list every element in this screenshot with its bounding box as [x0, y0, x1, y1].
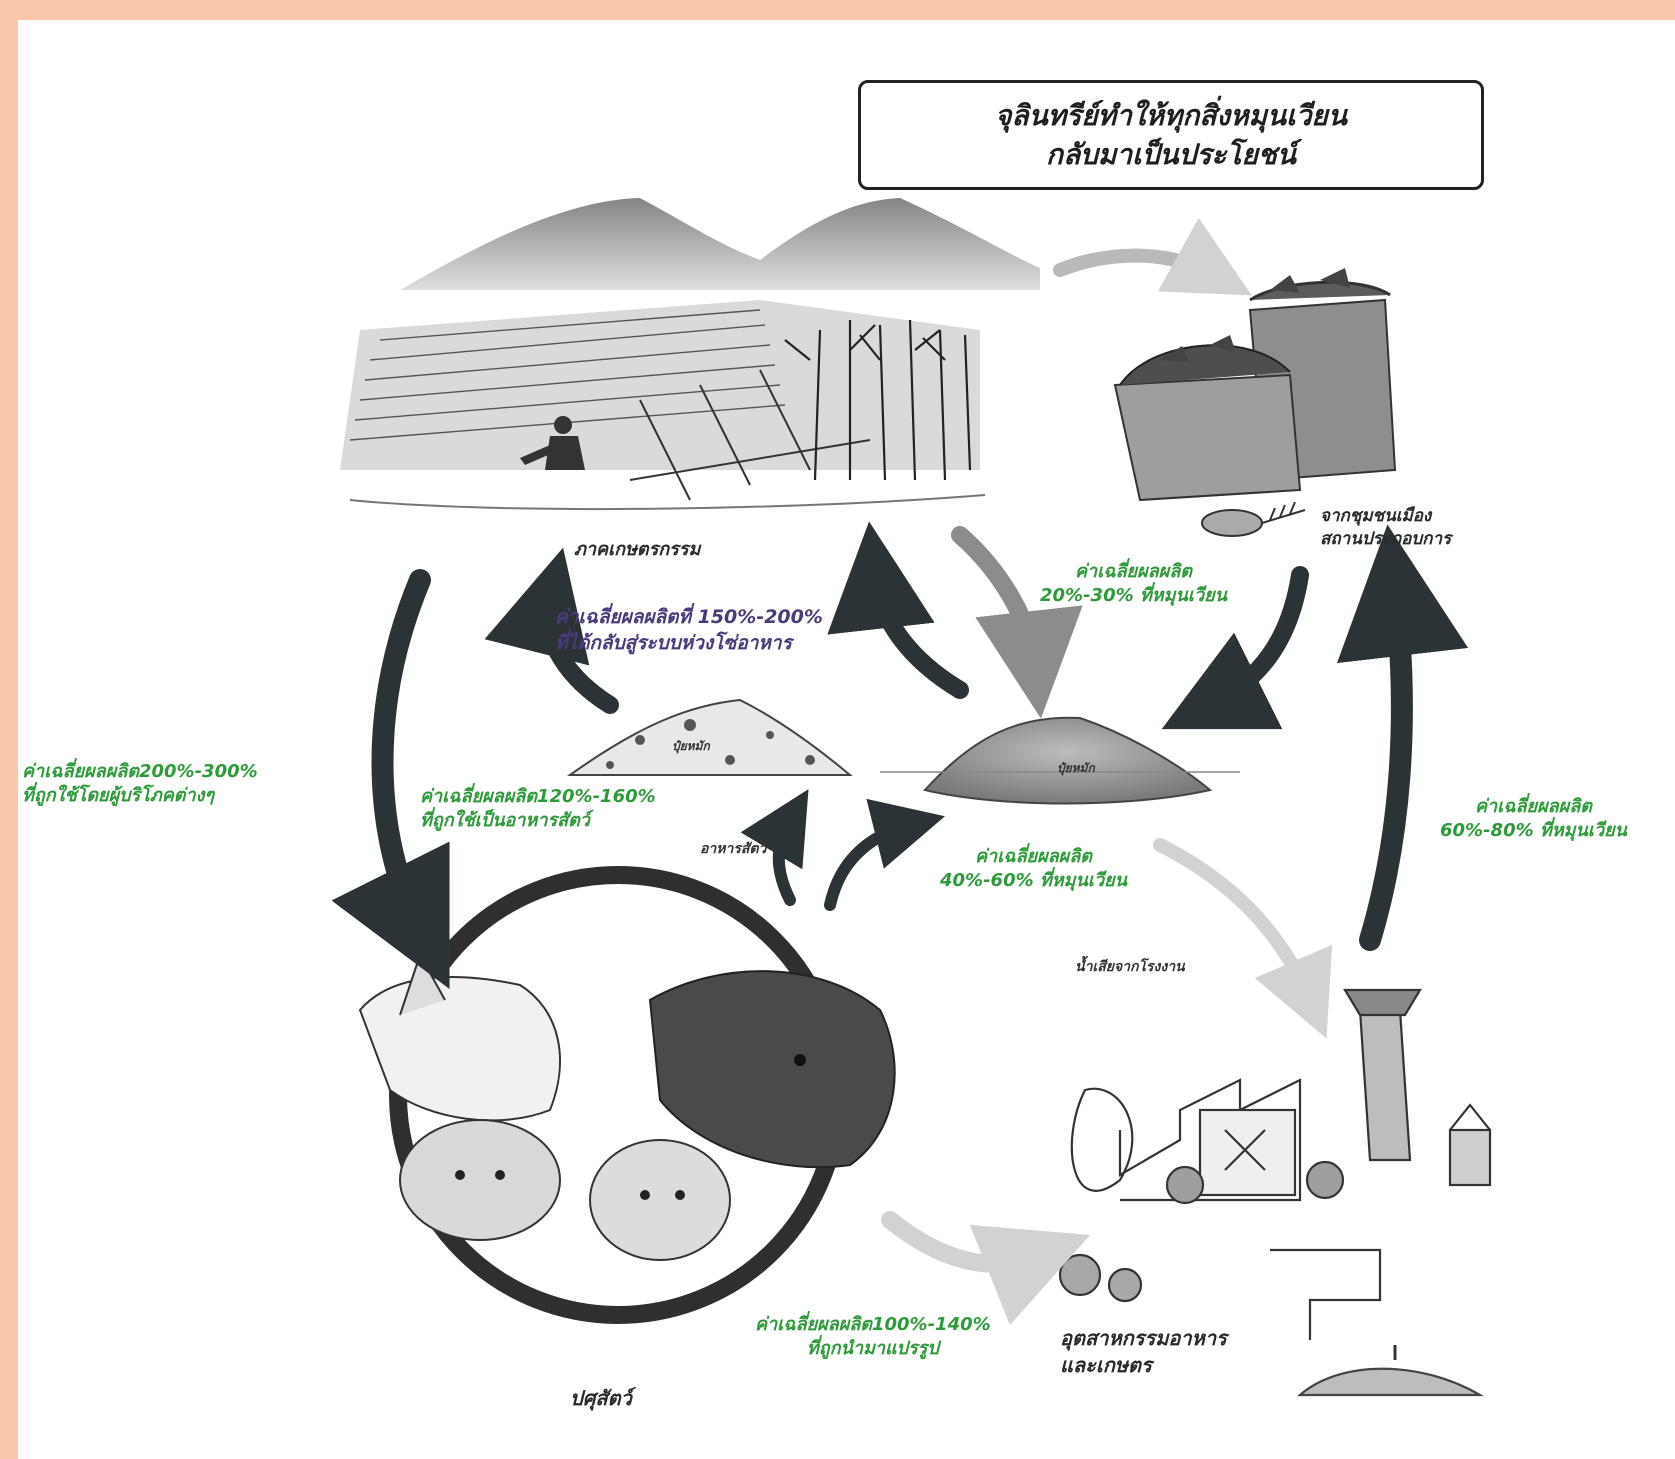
- garbage-bins-illustration: [1113, 268, 1397, 537]
- value-label-center-compost: ค่าเฉลี่ยผลผลิต 40%-60% ที่หมุนเวียน: [940, 846, 1127, 892]
- value-label-bottom-industry: ค่าเฉลี่ยผลผลิต100%-140% ที่ถูกนำมาแปรรู…: [755, 1314, 991, 1360]
- label-waste-water: น้ำเสียจากโรงงาน: [1075, 959, 1185, 975]
- arrow-livestock-to-compost-center: [824, 798, 945, 911]
- arrow-industry-to-household: [1336, 524, 1469, 951]
- fish-bones-icon: [1201, 501, 1306, 537]
- compost-pile-left: [566, 698, 853, 776]
- label-compost-left: ปุ๋ยหมัก: [672, 739, 710, 753]
- arrow-compost-left-to-agri: [484, 547, 619, 714]
- compost-pile-center: [880, 716, 1240, 805]
- title-line-2: กลับมาเป็นประโยชน์: [1046, 138, 1296, 171]
- factory-illustration: [1058, 988, 1492, 1397]
- label-animal-feed: อาหารสัตว์: [700, 841, 767, 857]
- value-label-waste-to-compost: ค่าเฉลี่ยผลผลิต 20%-30% ที่หมุนเวียน: [1040, 561, 1227, 607]
- arrow-compost-to-industry: [1153, 838, 1333, 1039]
- arrow-livestock-to-industry: [881, 1211, 1091, 1326]
- arrow-agri-to-compost-center: [951, 526, 1083, 719]
- value-label-top-purple: ค่าเฉลี่ยผลผลิตที่ 150%-200% ที่ได้กลับส…: [555, 606, 823, 654]
- label-industry: อุตสาหกรรมอาหาร และเกษตร: [1060, 1326, 1227, 1377]
- value-label-middle-feed: ค่าเฉลี่ยผลผลิต120%-160% ที่ถูกใช้เป็นอา…: [420, 786, 656, 832]
- label-livestock: ปศุสัตว์: [570, 1386, 632, 1410]
- value-label-left-side: ค่าเฉลี่ยผลผลิต200%-300% ที่ถูกใช้โดยผู้…: [22, 761, 258, 807]
- label-household: จากชุมชนเมือง สถานประกอบการ: [1320, 506, 1452, 549]
- diagram-title: จุลินทรีย์ทำให้ทุกสิ่งหมุนเวียน กลับมาเป…: [858, 80, 1484, 190]
- livestock-illustration: [358, 866, 896, 1324]
- mountain-farm-illustration: [340, 198, 1040, 511]
- label-compost-center: ปุ๋ยหมัก: [1057, 761, 1095, 775]
- arrow-agri-to-livestock: [331, 569, 450, 990]
- arrow-agri-to-household: [1053, 217, 1252, 296]
- arrow-household-to-compost: [1161, 566, 1309, 730]
- title-line-1: จุลินทรีย์ทำให้ทุกสิ่งหมุนเวียน: [995, 98, 1347, 132]
- arrow-livestock-to-compost-left: [740, 789, 809, 906]
- label-agriculture: ภาคเกษตรกรรม: [574, 539, 701, 560]
- arrow-compost-center-to-agri: [827, 521, 969, 699]
- value-label-right-side: ค่าเฉลี่ยผลผลิต 60%-80% ที่หมุนเวียน: [1440, 796, 1627, 842]
- milk-carton-icon: [1449, 1103, 1491, 1131]
